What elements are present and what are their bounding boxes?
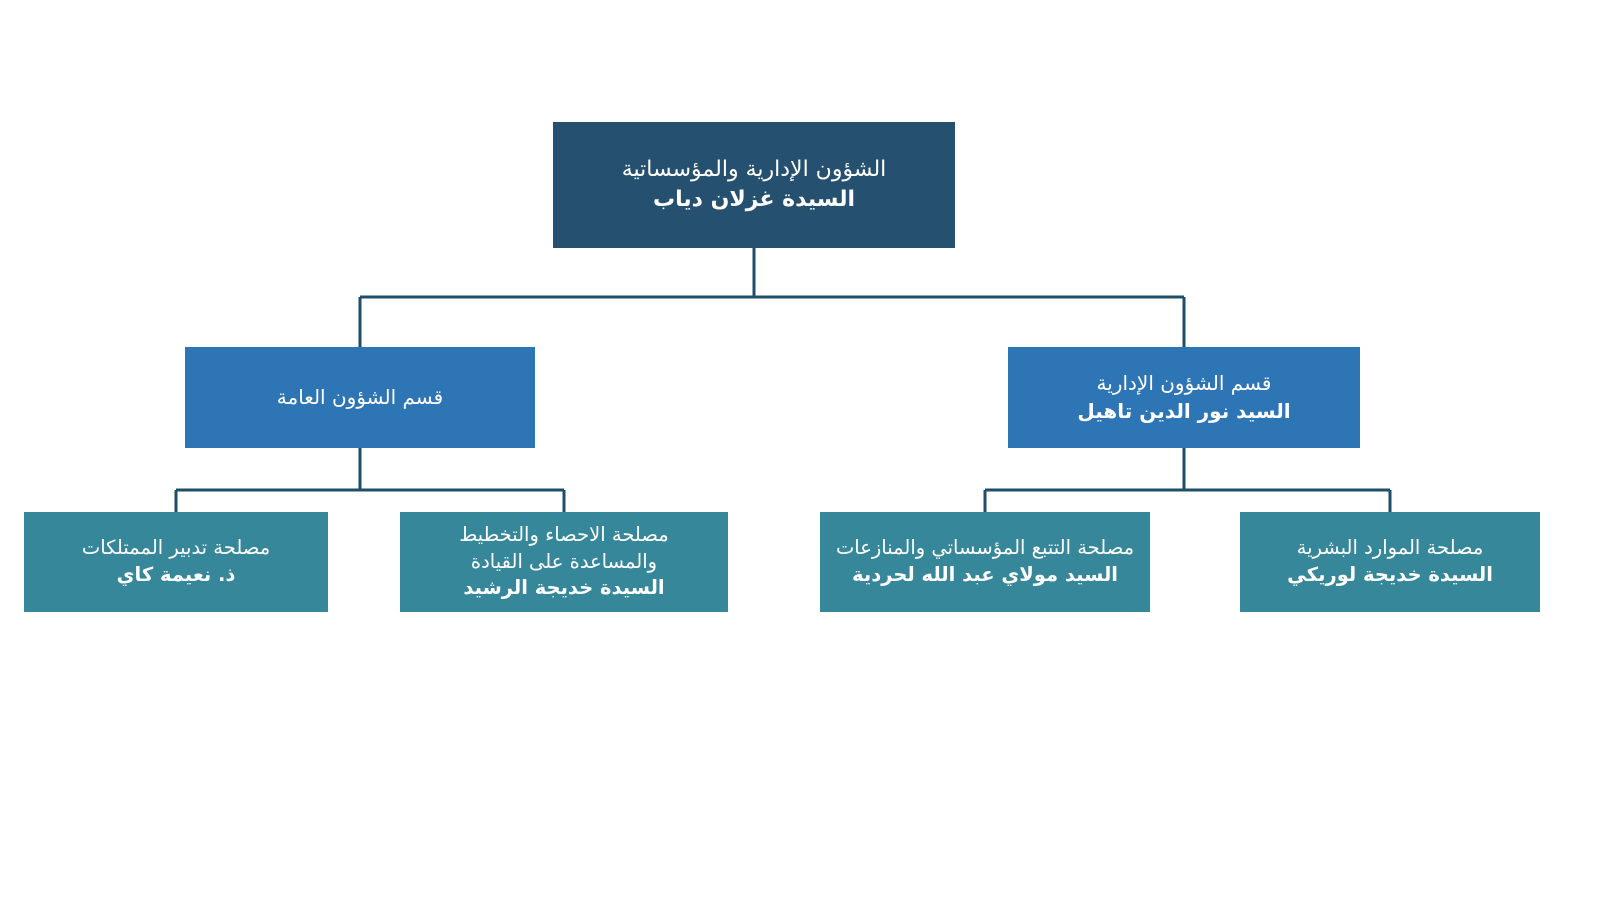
org-node-root: الشؤون الإدارية والمؤسساتية السيدة غزلان… (553, 122, 955, 248)
org-node-service-property-title: مصلحة تدبير الممتلكات (81, 536, 271, 560)
org-node-service-monitoring: مصلحة التتبع المؤسساتي والمنازعات السيد … (820, 512, 1150, 612)
org-node-service-statistics-person: السيدة خديجة الرشيد (463, 576, 665, 600)
org-node-service-monitoring-person: السيد مولاي عبد الله لحردية (852, 563, 1118, 586)
org-node-division-admin-person: السيد نور الدين تاهيل (1077, 398, 1291, 423)
org-node-division-general-title: قسم الشؤون العامة (276, 384, 444, 409)
org-node-service-property-person: ذ. نعيمة كاي (116, 563, 236, 586)
org-node-service-statistics-title: مصلحة الاحصاء والتخطيط والمساعدة على الق… (459, 522, 669, 573)
org-node-root-title: الشؤون الإدارية والمؤسساتية (621, 156, 887, 182)
org-node-root-person: السيدة غزلان دياب (653, 187, 855, 212)
org-node-division-general: قسم الشؤون العامة (185, 347, 535, 448)
org-node-division-admin-title: قسم الشؤون الإدارية (1096, 370, 1272, 395)
org-node-service-statistics: مصلحة الاحصاء والتخطيط والمساعدة على الق… (400, 512, 728, 612)
org-node-service-property: مصلحة تدبير الممتلكات ذ. نعيمة كاي (24, 512, 328, 612)
org-node-service-monitoring-title: مصلحة التتبع المؤسساتي والمنازعات (835, 536, 1135, 560)
org-node-division-admin: قسم الشؤون الإدارية السيد نور الدين تاهي… (1008, 347, 1360, 448)
org-node-service-hr: مصلحة الموارد البشرية السيدة خديجة لوريك… (1240, 512, 1540, 612)
org-node-service-hr-person: السيدة خديجة لوريكي (1287, 563, 1493, 586)
org-node-service-hr-title: مصلحة الموارد البشرية (1296, 536, 1484, 560)
